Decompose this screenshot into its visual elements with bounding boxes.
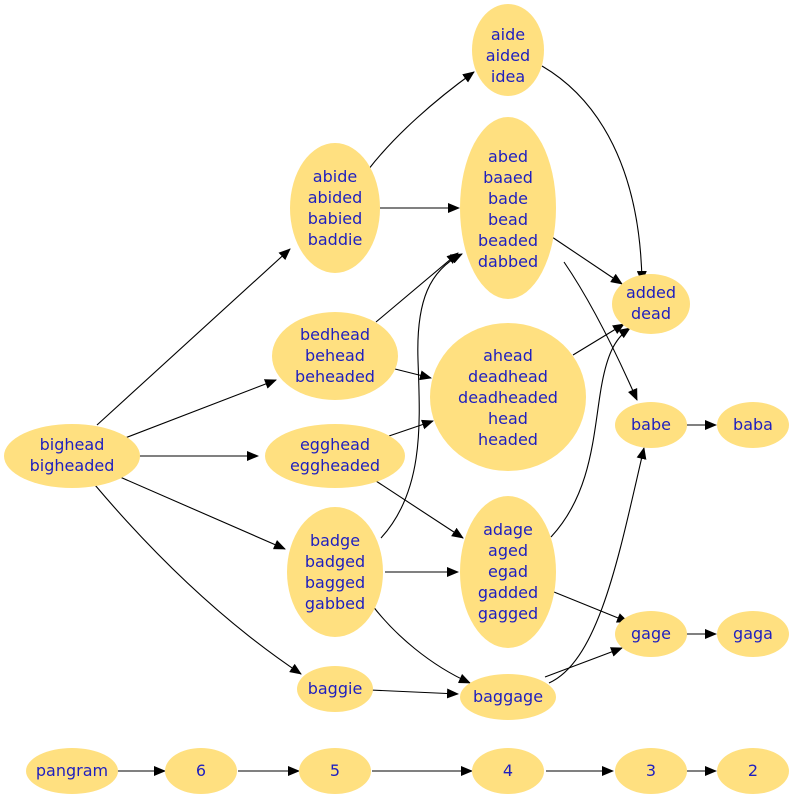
node-label-line: gage <box>631 624 671 643</box>
node-3: 3 <box>615 748 687 794</box>
edge-adage-gage <box>553 591 629 623</box>
node-label-line: egad <box>488 562 528 581</box>
node-label-line: badged <box>305 552 365 571</box>
edge-abed-added <box>551 236 623 285</box>
node-label-line: gagged <box>478 604 538 623</box>
edge-ahead-added <box>572 323 625 356</box>
node-label-line: aide <box>491 25 525 44</box>
node-label-line: beaded <box>478 231 538 250</box>
node-label-line: eggheaded <box>290 456 380 475</box>
edge-abide-aide <box>367 71 475 171</box>
node-6: 6 <box>165 748 237 794</box>
edge-bighead-baggie <box>94 484 302 675</box>
node-label-line: egghead <box>300 435 370 454</box>
node-label-line: aged <box>488 541 528 560</box>
node-label-line: head <box>488 409 528 428</box>
node-label-line: bead <box>488 210 528 229</box>
node-label-line: baba <box>733 415 773 434</box>
node-label-line: badge <box>310 531 360 550</box>
node-label-line: 2 <box>748 761 758 780</box>
node-abed: abed baaed bade bead beaded dabbed <box>460 117 556 299</box>
node-label-line: bagged <box>305 573 365 592</box>
node-label-line: abed <box>488 147 528 166</box>
node-egghead: egghead eggheaded <box>265 424 405 488</box>
node-bedhead: bedhead behead beheaded <box>272 312 398 400</box>
edge-egghead-ahead <box>388 419 434 437</box>
edge-bighead-badge <box>119 476 286 550</box>
node-bighead: bighead bigheaded <box>4 424 140 488</box>
node-abide: abide abided babied baddie <box>290 143 380 273</box>
node-badge: badge badged bagged gabbed <box>287 507 383 637</box>
edge-badge-baggage <box>371 604 471 684</box>
edge-baggage-gage <box>544 647 623 678</box>
node-label-line: 6 <box>196 761 206 780</box>
node-label-line: gaga <box>733 624 773 643</box>
edge-bighead-bedhead <box>124 379 277 439</box>
node-label-line: abide <box>313 167 357 186</box>
edge-bighead-abide <box>96 248 291 426</box>
node-gage: gage <box>615 611 687 657</box>
node-label-line: bade <box>488 189 528 208</box>
node-label-line: adage <box>483 520 533 539</box>
node-label-line: baggie <box>308 679 363 698</box>
node-label-line: behead <box>305 346 365 365</box>
node-label-line: 3 <box>646 761 656 780</box>
node-label-line: gadded <box>478 583 538 602</box>
node-aide: aide aided idea <box>472 4 544 96</box>
node-label-line: babied <box>308 209 363 228</box>
edge-bedhead-abed <box>375 252 459 323</box>
node-ahead: ahead deadhead deadheaded head headed <box>430 323 586 471</box>
edge-abed-babe <box>563 261 638 401</box>
node-2: 2 <box>717 748 789 794</box>
node-label-line: deadheaded <box>458 388 558 407</box>
node-4: 4 <box>472 748 544 794</box>
node-label-line: headed <box>478 430 538 449</box>
node-label-line: beheaded <box>295 367 375 386</box>
node-baggage: baggage <box>460 674 556 720</box>
node-gaga: gaga <box>717 611 789 657</box>
edge-baggage-babe <box>548 447 647 684</box>
node-label-line: ahead <box>483 346 533 365</box>
node-label-line: bedhead <box>300 325 370 344</box>
edge-badge-abed <box>380 253 463 539</box>
node-label-line: 4 <box>503 761 513 780</box>
node-label-line: aided <box>486 46 530 65</box>
node-5: 5 <box>299 748 371 794</box>
node-label-line: idea <box>491 67 525 86</box>
node-added: added dead <box>612 274 690 334</box>
node-label-line: baddie <box>308 230 363 249</box>
node-baba: baba <box>717 402 789 448</box>
node-label-line: 5 <box>330 761 340 780</box>
node-babe: babe <box>615 402 687 448</box>
edge-aide-added <box>541 65 647 283</box>
node-label-line: added <box>626 283 676 302</box>
node-label-line: abided <box>308 188 363 207</box>
node-pangram: pangram <box>26 748 118 794</box>
node-label-line: pangram <box>36 761 108 780</box>
node-label-line: babe <box>631 415 671 434</box>
node-label-line: baggage <box>473 687 543 706</box>
node-label-line: baaed <box>483 168 533 187</box>
node-label-line: dabbed <box>478 252 538 271</box>
node-label-line: bigheaded <box>30 456 115 475</box>
node-baggie: baggie <box>297 666 373 712</box>
edge-adage-added <box>550 327 631 538</box>
node-label-line: dead <box>631 304 671 323</box>
edge-baggie-baggage <box>369 688 459 699</box>
node-adage: adage aged egad gadded gagged <box>460 496 556 648</box>
edge-egghead-adage <box>375 480 464 539</box>
node-label-line: gabbed <box>305 594 365 613</box>
node-label-line: bighead <box>40 435 105 454</box>
node-label-line: deadhead <box>468 367 548 386</box>
edge-bedhead-ahead <box>394 368 432 381</box>
